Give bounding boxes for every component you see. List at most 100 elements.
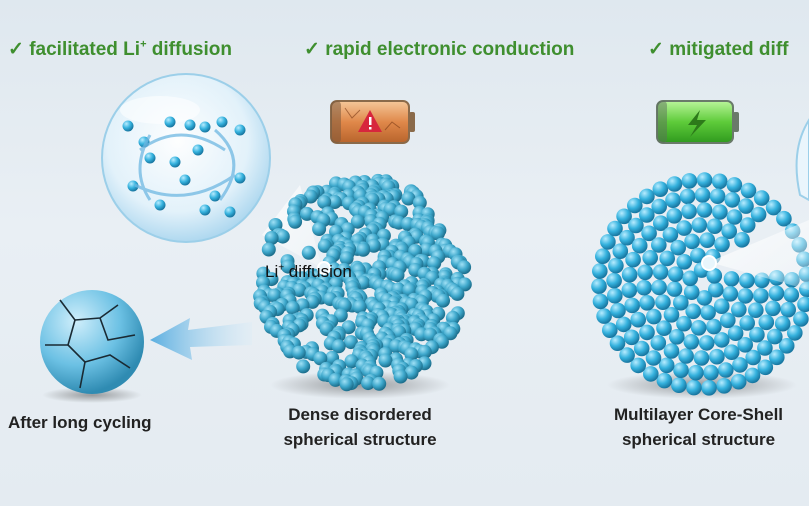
warning-icon bbox=[358, 110, 382, 132]
sphere-particle bbox=[663, 343, 680, 359]
benefit-sup: + bbox=[140, 38, 147, 51]
sphere-particle bbox=[431, 226, 445, 241]
li-ion-dot bbox=[184, 119, 196, 131]
sphere-particle bbox=[690, 320, 707, 336]
sphere-particle bbox=[658, 357, 675, 374]
sphere-particle bbox=[653, 215, 669, 231]
sphere-particle bbox=[592, 263, 608, 279]
sphere-particle bbox=[313, 351, 328, 366]
magnifier-bubble-icon bbox=[795, 118, 809, 202]
sphere-particle bbox=[667, 266, 684, 283]
sphere-particle bbox=[264, 231, 279, 245]
sphere-particle bbox=[633, 340, 650, 357]
li-diffusion-label: Li+ diffusion bbox=[265, 262, 352, 281]
sphere-particle bbox=[600, 234, 616, 250]
sphere-particle bbox=[698, 335, 715, 351]
sphere-particle bbox=[673, 362, 689, 379]
sphere-particle bbox=[642, 249, 658, 266]
sphere-particle bbox=[457, 260, 472, 275]
sphere-particle bbox=[656, 372, 673, 389]
sphere-particle bbox=[666, 208, 683, 224]
sphere-particle bbox=[665, 192, 681, 208]
sphere-particle bbox=[767, 328, 783, 345]
sphere-particle bbox=[612, 243, 629, 259]
sphere-particle bbox=[765, 199, 782, 216]
sphere-particle bbox=[592, 293, 609, 310]
sphere-particle bbox=[726, 209, 743, 225]
sphere-particle bbox=[738, 198, 754, 214]
li-ion-dot bbox=[179, 174, 191, 186]
sphere-particle bbox=[300, 206, 314, 221]
sphere-particle bbox=[301, 245, 316, 260]
sphere-particle bbox=[628, 217, 644, 234]
sphere-particle bbox=[645, 350, 662, 366]
sphere-particle bbox=[765, 300, 781, 317]
sphere-particle bbox=[630, 357, 646, 374]
sphere-particle bbox=[639, 207, 655, 223]
sphere-particle bbox=[774, 315, 791, 332]
sphere-particle bbox=[417, 344, 432, 359]
sphere-particle bbox=[776, 210, 792, 227]
sphere-particle bbox=[652, 264, 669, 280]
sphere-particle bbox=[757, 359, 774, 376]
sphere-particle bbox=[292, 283, 307, 298]
sphere-particle bbox=[390, 268, 405, 283]
lightning-icon bbox=[688, 110, 706, 137]
li-ion-dot bbox=[154, 199, 166, 211]
sphere-particle bbox=[696, 172, 713, 188]
sphere-particle bbox=[450, 286, 465, 301]
sphere-particle bbox=[261, 242, 276, 257]
sphere-particle bbox=[606, 272, 622, 289]
multilayer-cone bbox=[709, 220, 809, 290]
sphere-particle bbox=[624, 297, 640, 314]
sphere-particle bbox=[596, 308, 612, 324]
dense-structure-label: Dense disordered spherical structure bbox=[283, 405, 437, 449]
benefit-text: facilitated Li bbox=[29, 39, 141, 60]
sphere-particle bbox=[663, 307, 680, 323]
sphere-particle bbox=[748, 302, 764, 319]
sphere-particle bbox=[681, 173, 698, 189]
sphere-particle bbox=[646, 308, 662, 325]
sphere-particle bbox=[691, 217, 708, 233]
sphere-particle bbox=[722, 286, 739, 302]
sphere-particle bbox=[745, 349, 761, 366]
sphere-particle bbox=[361, 376, 376, 391]
check-icon: ✓ bbox=[648, 39, 664, 60]
sphere-particle bbox=[312, 222, 327, 236]
benefit-text-post: diffusion bbox=[146, 39, 232, 60]
sphere-particle bbox=[621, 266, 638, 283]
sphere-particle bbox=[688, 364, 704, 381]
li-ion-dot bbox=[144, 152, 156, 164]
sphere-particle bbox=[619, 229, 635, 246]
sphere-particle bbox=[750, 206, 767, 223]
sphere-particle bbox=[739, 272, 755, 289]
sphere-particle bbox=[639, 324, 655, 341]
sphere-particle bbox=[737, 288, 754, 304]
sphere-particle bbox=[714, 236, 730, 253]
sphere-particle bbox=[637, 264, 653, 281]
sphere-particle bbox=[595, 248, 611, 264]
sphere-particle bbox=[676, 315, 692, 332]
sphere-particle bbox=[739, 217, 756, 233]
sphere-particle bbox=[296, 359, 311, 374]
sphere-particle bbox=[753, 190, 770, 206]
sphere-particle bbox=[623, 329, 640, 346]
sphere-particle bbox=[616, 208, 632, 225]
li-ion-dot bbox=[234, 172, 246, 184]
cracked-sphere-icon bbox=[40, 290, 144, 403]
sphere-particle bbox=[621, 282, 638, 299]
sphere-particle bbox=[650, 335, 667, 351]
sphere-particle bbox=[686, 379, 702, 396]
diffusion-arrows bbox=[134, 128, 236, 201]
focus-point bbox=[701, 255, 717, 271]
sphere-particle bbox=[703, 364, 719, 381]
sphere-particle bbox=[758, 314, 775, 331]
sphere-particle bbox=[666, 281, 683, 297]
sphere-particle bbox=[739, 315, 755, 331]
sphere-particle bbox=[615, 316, 632, 333]
sphere-particle bbox=[343, 335, 358, 350]
sphere-particle bbox=[740, 182, 757, 199]
sphere-particle bbox=[651, 198, 667, 215]
sphere-particle bbox=[727, 325, 744, 342]
